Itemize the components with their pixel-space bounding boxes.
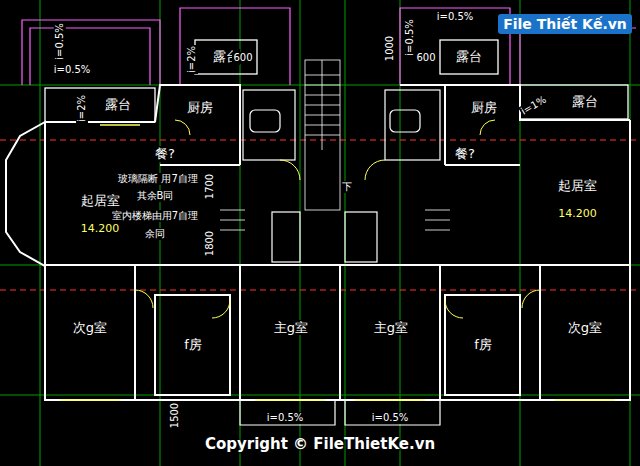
label-holder: 1700 <box>198 173 217 200</box>
slope-note: i=1% <box>519 93 550 117</box>
window <box>60 125 615 400</box>
floor-level: 14.200 <box>557 207 598 220</box>
slope-note: i=2% <box>187 45 199 74</box>
dimension: 1800 <box>204 230 216 257</box>
bathroom <box>243 90 440 262</box>
label-holder: i=0.5% <box>53 58 92 77</box>
stair <box>220 60 450 230</box>
room-name: 厨房 <box>186 100 214 116</box>
label-holder: i=2% <box>181 45 200 74</box>
room: 厨房 <box>450 90 518 125</box>
label-holder: i=0.5% <box>398 18 417 57</box>
label-holder: i=0.5% <box>48 22 67 61</box>
slope-note: i=0.5% <box>436 11 475 23</box>
room-name: 露台 <box>571 94 599 110</box>
dimension: 1500 <box>169 402 181 429</box>
watermark: File Thiết Kế.vn <box>498 14 632 34</box>
room-name: 起居室 <box>80 193 121 209</box>
room-name: 厨房 <box>470 100 498 116</box>
room: 餐? <box>440 145 490 163</box>
room-name: 露台 <box>455 49 483 65</box>
label-holder: 1500 <box>163 402 182 429</box>
slope-note: i=0.5% <box>266 412 305 424</box>
slope-note: i=0.5% <box>371 412 410 424</box>
label-holder: 室内楼梯由用7自理 <box>111 204 199 223</box>
label-holder: 600 <box>232 46 253 65</box>
room: 厨房 <box>165 90 235 125</box>
room-name: f房 <box>473 337 493 353</box>
wall <box>6 85 630 400</box>
balcony-rail <box>22 8 636 85</box>
label-holder: Copyright © FileThietKe.vn <box>204 434 436 453</box>
label-holder: i=0.5% <box>266 406 305 425</box>
note: 其余B同 <box>136 190 175 202</box>
room: f房 <box>448 320 518 370</box>
room: 起居室 14.200 <box>530 165 625 233</box>
room-name: f房 <box>183 337 203 353</box>
room: 露台 <box>545 88 625 116</box>
room-name: 起居室 <box>557 178 598 194</box>
label-holder: 1000 <box>378 35 397 62</box>
dimension: 600 <box>415 52 436 64</box>
label-holder: File Thiết Kế.vn <box>498 14 632 34</box>
room: f房 <box>158 320 228 370</box>
floor-level: 14.200 <box>80 222 121 235</box>
label-holder: 余同 <box>144 222 166 241</box>
slope-note: i=0.5% <box>404 18 416 57</box>
room: 露台 <box>85 91 151 119</box>
label-holder: i=0.5% <box>436 5 475 24</box>
balcony-wall <box>45 40 628 122</box>
room: 次g室 <box>545 280 625 375</box>
note: 下 <box>341 181 353 193</box>
room: 餐? <box>140 145 190 163</box>
room-name: 露台 <box>104 97 132 113</box>
slope-note: i=0.5% <box>53 64 92 76</box>
label-holder: 600 <box>415 46 436 65</box>
note: 室内楼梯由用7自理 <box>111 210 199 222</box>
note: 玻璃隔断 用7自理 <box>117 173 199 185</box>
note: 余同 <box>144 228 166 240</box>
slope-note: i=2% <box>77 94 89 123</box>
label-holder: i=2% <box>71 94 90 123</box>
label-holder: i=0.5% <box>371 406 410 425</box>
label-holder: 其余B同 <box>136 184 175 203</box>
room: 主g室 <box>245 280 337 375</box>
balcony-wall <box>240 400 440 425</box>
room: 主g室 <box>345 280 437 375</box>
dimension: 1000 <box>384 35 396 62</box>
label-holder: 1800 <box>198 230 217 257</box>
watermark: Copyright © FileThietKe.vn <box>204 436 436 453</box>
dimension: 600 <box>232 52 253 64</box>
label-holder: 玻璃隔断 用7自理 <box>117 167 199 186</box>
label-holder: 下 <box>341 175 353 194</box>
dimension: 1700 <box>204 173 216 200</box>
room-name: 餐? <box>454 146 476 162</box>
room: 露台 <box>444 44 494 70</box>
room: 次g室 <box>50 280 130 375</box>
slope-note: i=0.5% <box>54 22 66 61</box>
room-name: 餐? <box>154 146 176 162</box>
room-name: 次g室 <box>72 320 108 336</box>
room-name: 次g室 <box>567 320 603 336</box>
room-name: 主g室 <box>273 320 309 336</box>
room-name: 主g室 <box>373 320 409 336</box>
center-line <box>0 140 640 290</box>
